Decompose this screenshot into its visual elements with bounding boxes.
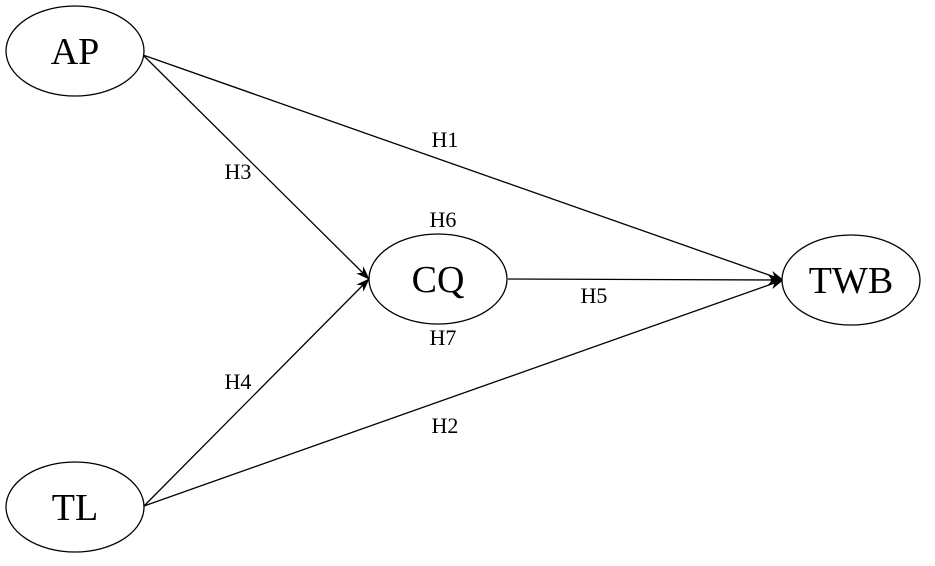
node-cq-label: CQ bbox=[412, 259, 465, 301]
node-cq-ellipse bbox=[368, 233, 508, 325]
label-h6: H6 bbox=[430, 207, 457, 232]
edge-ap-to-twb bbox=[142, 54, 784, 281]
node-ap-ellipse bbox=[5, 5, 145, 97]
label-h7: H7 bbox=[430, 325, 457, 350]
node-tl-ellipse bbox=[5, 461, 145, 553]
label-h5: H5 bbox=[581, 283, 608, 308]
node-tl: TL bbox=[5, 461, 145, 553]
label-h3: H3 bbox=[225, 159, 252, 184]
node-cq: CQ bbox=[368, 233, 508, 325]
node-twb-ellipse bbox=[781, 234, 921, 326]
label-h2: H2 bbox=[432, 413, 459, 438]
node-ap: AP bbox=[5, 5, 145, 97]
edge-cq-to-twb bbox=[507, 274, 782, 285]
node-twb-label: TWB bbox=[809, 260, 893, 302]
edge-tl-to-twb bbox=[143, 279, 784, 507]
label-h4: H4 bbox=[225, 369, 252, 394]
node-ap-label: AP bbox=[51, 31, 100, 73]
edge-ap-to-cq bbox=[142, 54, 370, 280]
edge-tl-to-cq bbox=[143, 278, 370, 507]
node-tl-label: TL bbox=[52, 487, 98, 529]
node-twb: TWB bbox=[781, 234, 921, 326]
label-h1: H1 bbox=[432, 127, 459, 152]
